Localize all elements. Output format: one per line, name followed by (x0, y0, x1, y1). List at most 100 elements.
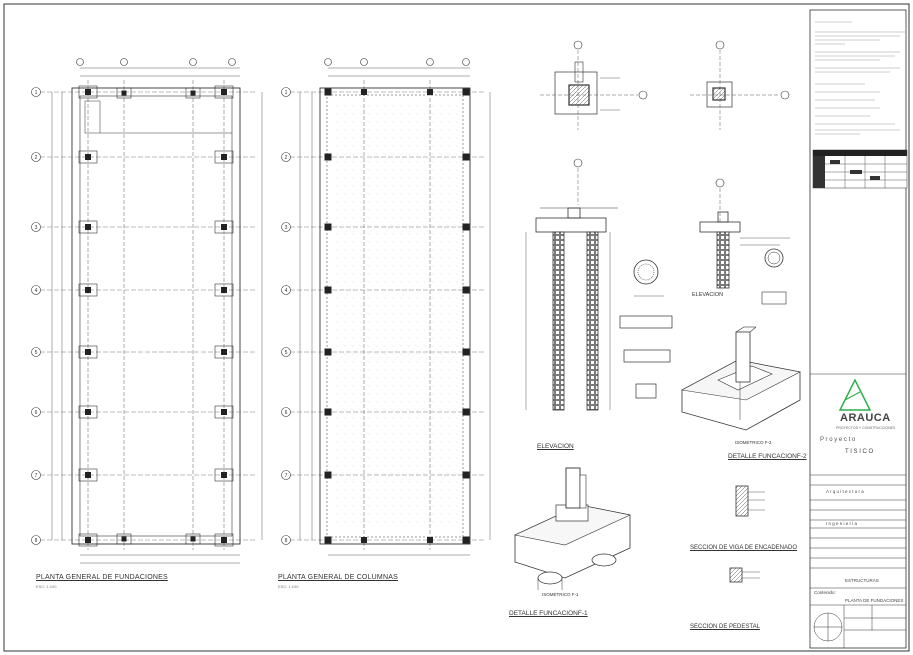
grid-number: 4 (285, 288, 288, 294)
grid-number: 1 (285, 90, 288, 96)
footing-pad (214, 468, 234, 482)
grid-number: 2 (285, 155, 288, 161)
grid-bubble: 2 (281, 152, 291, 162)
pile-sections (619, 259, 673, 399)
grid-number: 3 (285, 225, 288, 231)
general-notes (815, 21, 905, 135)
foundation-plan-scale: ESC: 1:100 (36, 584, 57, 589)
grid-bubble (189, 58, 197, 66)
grid-bubble: 8 (281, 535, 291, 545)
title-block (810, 373, 906, 648)
grid-bubble: 7 (31, 470, 41, 480)
isometric-f1-label: ISOMETRICO F-1 (542, 592, 579, 597)
foundation-plan-title: PLANTA GENERAL DE FUNDACIONES (36, 574, 168, 581)
elevation-small-title: ELEVACION (692, 292, 724, 298)
grid-bubble: 5 (31, 347, 41, 357)
grid-number: 5 (285, 350, 288, 356)
grid-number: 3 (35, 225, 38, 231)
grid-number: 8 (285, 538, 288, 544)
footing-plan-details (540, 40, 790, 130)
project-name: T I S I C O (845, 449, 874, 455)
grid-number: 7 (35, 473, 38, 479)
pedestal-title: SECCION DE PEDESTAL (690, 624, 760, 630)
footing-pad (78, 220, 98, 234)
grid-bubble: 2 (31, 152, 41, 162)
content-value: PLANTA DE FUNDACIONES (845, 598, 904, 603)
column-marker (324, 348, 332, 356)
footing-pad (214, 283, 234, 297)
foundation-plan (40, 67, 263, 564)
grid-bubble: 4 (31, 285, 41, 295)
column-marker (462, 88, 470, 96)
title-block-frame (809, 9, 907, 649)
columns-plan-title: PLANTA GENERAL DE COLUMNAS (278, 574, 398, 581)
column-marker (324, 536, 332, 544)
grid-number: 6 (35, 410, 38, 416)
column-marker (462, 408, 470, 416)
footing-pad (214, 85, 234, 99)
footing-pad (78, 345, 98, 359)
column-marker (361, 89, 367, 95)
column-marker (324, 471, 332, 479)
footing-pad (78, 85, 98, 99)
footing-pad (78, 150, 98, 164)
column-marker (324, 286, 332, 294)
column-marker (324, 223, 332, 231)
tie-beam-title: SECCION DE VIGA DE ENCADENADO (690, 545, 798, 551)
grid-bubble: 3 (281, 222, 291, 232)
rebar-table (812, 149, 908, 189)
sheet-label: ESTRUCTURAS (845, 578, 879, 583)
engineering-label: I n g e n i e r i a (826, 521, 858, 526)
grid-bubble (462, 58, 470, 66)
column-marker (462, 471, 470, 479)
isometric-f2-label: ISOMETRICO F-2 (735, 440, 772, 445)
isometric-f1 (514, 467, 631, 590)
grid-bubble: 8 (31, 535, 41, 545)
footing-pad (214, 345, 234, 359)
footing-pad (185, 87, 201, 99)
tie-beam-section (735, 485, 765, 517)
footing-pad (214, 533, 234, 547)
footing-pad (78, 283, 98, 297)
grid-number: 6 (285, 410, 288, 416)
column-marker (361, 537, 367, 543)
footing-f1-title: DETALLE FUNCACIONF-1 (509, 610, 588, 617)
footing-pad (214, 405, 234, 419)
project-label: P r o y e c t o (820, 437, 856, 443)
isometric-f2 (681, 326, 801, 431)
footing-pad (214, 220, 234, 234)
grid-number: 1 (35, 90, 38, 96)
columns-plan (290, 67, 491, 556)
logo-mark (838, 378, 872, 411)
column-marker (324, 153, 332, 161)
footing-pad (185, 533, 201, 545)
elevation-f2 (699, 178, 790, 305)
footing-pad (78, 405, 98, 419)
column-marker (462, 153, 470, 161)
column-marker (427, 89, 433, 95)
grid-bubble: 7 (281, 470, 291, 480)
architecture-label: A r q u i t e c t u r a (826, 489, 864, 494)
elevation-f1 (525, 158, 618, 411)
column-marker (462, 348, 470, 356)
logo-subtitle: PROYECTOS Y CONSTRUCCIONES (836, 426, 896, 430)
grid-bubble: 1 (31, 87, 41, 97)
grid-bubble: 4 (281, 285, 291, 295)
grid-number: 5 (35, 350, 38, 356)
footing-f2-title: DETALLE FUNCACIONF-2 (728, 453, 807, 460)
column-marker (462, 286, 470, 294)
logo-name: ARAUCA (840, 412, 891, 424)
column-marker (324, 408, 332, 416)
column-marker (427, 537, 433, 543)
content-label: Contenido: (814, 590, 836, 595)
grid-bubble (228, 58, 236, 66)
pedestal-section (729, 567, 760, 583)
grid-number: 4 (35, 288, 38, 294)
elevation-title: ELEVACION (537, 443, 574, 450)
column-marker (324, 88, 332, 96)
grid-bubble (120, 58, 128, 66)
grid-bubble (76, 58, 84, 66)
footing-pad (214, 150, 234, 164)
column-marker (462, 536, 470, 544)
